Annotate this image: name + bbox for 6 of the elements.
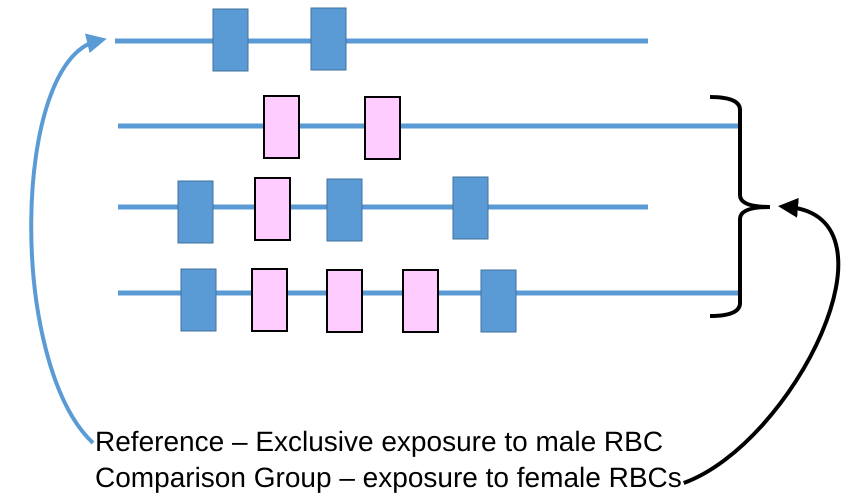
curved-arrow <box>682 200 840 485</box>
curved-arrow <box>29 36 106 444</box>
timeline-line <box>115 38 648 44</box>
caption-text: Reference – Exclusive exposure to male RBC <box>95 426 664 458</box>
caption-text: Comparison Group – exposure to female RBCs <box>95 462 682 494</box>
curly-bracket <box>710 95 772 318</box>
